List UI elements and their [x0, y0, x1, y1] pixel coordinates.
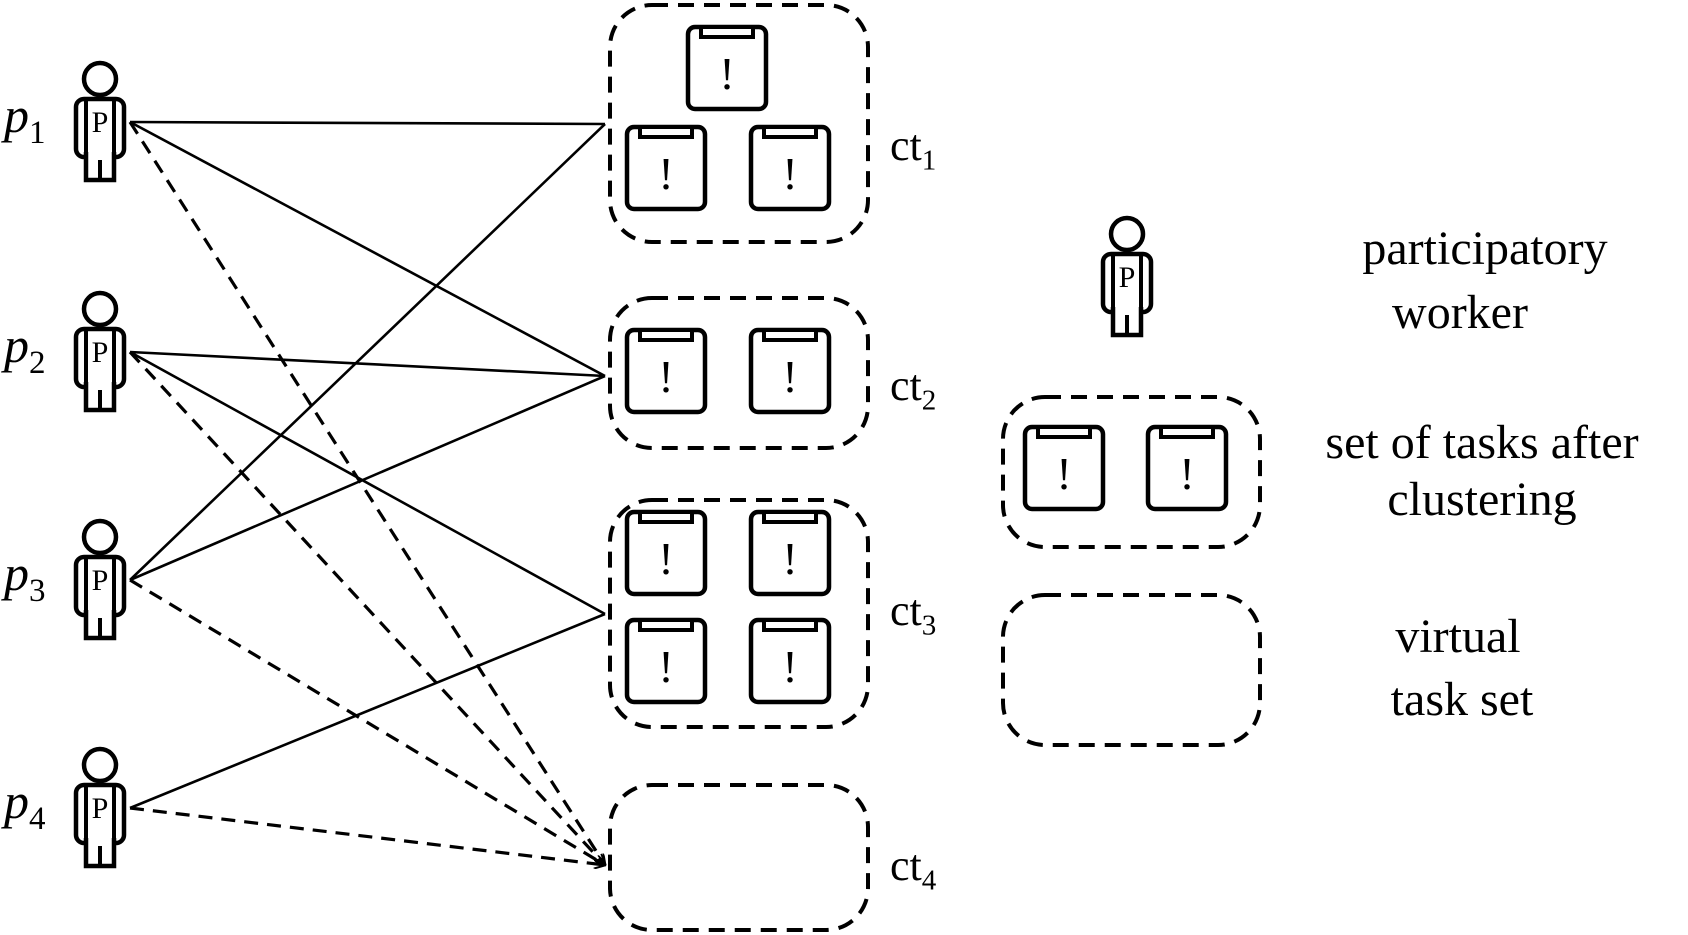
- task-set-label: ct3: [890, 586, 936, 642]
- person-letter: P: [1119, 261, 1136, 294]
- legend-cluster-line1: set of tasks after: [1325, 416, 1638, 469]
- edge-p1-ct1: [129, 120, 606, 126]
- task-set-ct3: !!!! ct3: [608, 498, 936, 729]
- edge-p2-ct4: [128, 350, 605, 865]
- edges: [128, 120, 606, 865]
- edge-p4-ct3: [129, 612, 606, 810]
- edge-p2-ct3: [129, 350, 606, 616]
- legend-virtual-line1: virtual: [1395, 610, 1520, 663]
- task-glyph: !: [782, 351, 797, 402]
- person-letter: P: [92, 106, 109, 139]
- cluster-border: [608, 3, 870, 244]
- task-sets: !!! ct1!! ct2!!!! ct3 ct4: [608, 3, 937, 932]
- person-head: [81, 518, 119, 556]
- task-set-ct1: !!! ct1: [608, 3, 936, 244]
- edge-p1-ct2: [129, 120, 606, 378]
- edge-p3-ct2: [129, 374, 606, 582]
- legend-worker-line2: worker: [1392, 286, 1528, 339]
- edge-p4-ct4: [129, 806, 605, 865]
- task-glyph: !: [658, 533, 673, 584]
- task-tab: [638, 328, 694, 342]
- task-glyph: !: [658, 148, 673, 199]
- legend-worker-line1: participatory: [1362, 222, 1607, 275]
- task-glyph: !: [782, 641, 797, 692]
- task-icon: !: [748, 617, 832, 705]
- worker-label: p1: [1, 87, 46, 151]
- task-tab: [638, 125, 694, 139]
- person-head: [81, 746, 119, 784]
- virtual-set-border: [608, 783, 870, 932]
- task-set-label: ct4: [890, 841, 937, 897]
- worker-label: p2: [1, 317, 46, 381]
- person-letter: P: [92, 564, 109, 597]
- task-icon: !: [1022, 424, 1106, 512]
- virtual-set-border: [1001, 593, 1262, 747]
- cluster-border: [1001, 395, 1262, 549]
- task-tab: [638, 510, 694, 524]
- task-icon: !: [748, 327, 832, 415]
- task-tab: [762, 618, 818, 632]
- edge-p3-ct1: [129, 123, 606, 581]
- person-head: [81, 290, 119, 328]
- legend-virtual-line2: task set: [1391, 673, 1534, 726]
- task-tab: [638, 618, 694, 632]
- edge-p3-ct4: [129, 578, 605, 865]
- worker-p3: Pp3: [1, 518, 127, 641]
- legend-cluster-line2: clustering: [1387, 473, 1576, 526]
- task-tab: [1036, 425, 1092, 439]
- task-icon: !: [624, 124, 708, 212]
- task-icon: !: [624, 327, 708, 415]
- worker-label: p3: [1, 545, 46, 609]
- person-letter: P: [92, 792, 109, 825]
- task-glyph: !: [1056, 448, 1071, 499]
- task-icon: !: [748, 124, 832, 212]
- task-tab: [762, 510, 818, 524]
- task-tab: [762, 125, 818, 139]
- person-letter: P: [92, 336, 109, 369]
- task-icon: !: [1145, 424, 1229, 512]
- person-icon: P: [73, 746, 127, 869]
- cluster-border: [608, 296, 870, 450]
- task-set-ct2: !! ct2: [608, 296, 936, 450]
- person-icon: P: [1100, 215, 1154, 338]
- task-glyph: !: [719, 48, 734, 99]
- task-glyph: !: [658, 351, 673, 402]
- task-set-label: ct2: [890, 361, 936, 417]
- legend-virtual: virtual task set: [1001, 593, 1534, 747]
- worker-p2: Pp2: [1, 290, 127, 413]
- edge-p2-ct2: [129, 350, 606, 378]
- person-icon: P: [73, 290, 127, 413]
- task-tab: [1159, 425, 1215, 439]
- task-icon: !: [685, 24, 769, 112]
- task-icon: !: [748, 509, 832, 597]
- person-head: [1108, 215, 1146, 253]
- person-icon: P: [73, 518, 127, 641]
- task-icon: !: [624, 509, 708, 597]
- worker-p1: Pp1: [1, 60, 127, 183]
- task-set-label: ct1: [890, 121, 936, 177]
- cluster-border: [608, 498, 870, 729]
- task-glyph: !: [782, 533, 797, 584]
- task-tab: [699, 25, 755, 39]
- task-tab: [762, 328, 818, 342]
- person-head: [81, 60, 119, 98]
- task-icon: !: [624, 617, 708, 705]
- edge-p1-ct4: [128, 121, 605, 865]
- worker-p4: Pp4: [1, 746, 127, 869]
- task-glyph: !: [658, 641, 673, 692]
- person-icon: P: [73, 60, 127, 183]
- task-glyph: !: [1179, 448, 1194, 499]
- task-glyph: !: [782, 148, 797, 199]
- task-set-ct4: ct4: [608, 783, 937, 932]
- worker-label: p4: [1, 773, 46, 837]
